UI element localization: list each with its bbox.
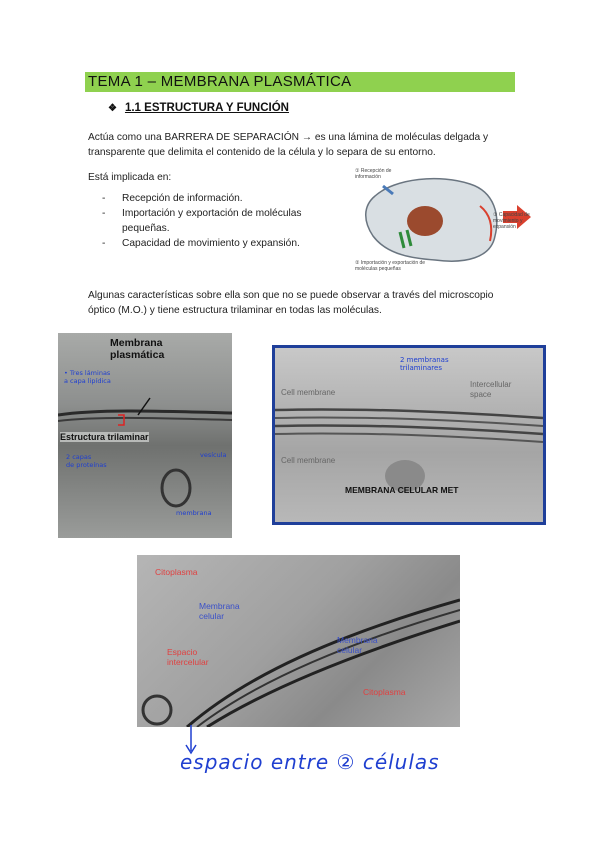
micrograph-1-svg	[58, 397, 232, 508]
implicada-heading: Está implicada en:	[88, 172, 172, 183]
arrow-down-icon	[185, 725, 197, 755]
photo2-caption: MEMBRANA CELULAR MET	[345, 485, 459, 495]
title-bar	[85, 72, 515, 92]
photo1-label-membrana: Membrana plasmática	[110, 337, 165, 361]
micrograph-3-svg	[141, 598, 460, 727]
photo3-label-espacio: Espacio intercelular	[167, 647, 209, 667]
caracteristicas-line-1: Algunas características sobre ella son q…	[88, 290, 494, 301]
caracteristicas-line-2: óptico (M.O.) y tiene estructura trilami…	[88, 305, 382, 316]
bottom-handwriting: espacio entre ② células	[180, 750, 440, 774]
photo2-label-cell-membrane-bottom: Cell membrane	[281, 456, 336, 465]
nucleus-shape	[407, 206, 443, 236]
intro-line-1: Actúa como una BARRERA DE SEPARACIÓN → e…	[88, 132, 489, 143]
list-item: -Importación y exportación de moléculas …	[102, 208, 302, 234]
micrograph-1: Membrana plasmática Estructura trilamina…	[58, 333, 232, 538]
list-item: -Capacidad de movimiento y expansión.	[102, 238, 300, 249]
photo1-label-trilaminar: Estructura trilaminar	[60, 432, 149, 442]
section-label: 1.1 ESTRUCTURA Y FUNCIÓN	[124, 102, 289, 114]
micrograph-3: Citoplasma Membrana celular Espacio inte…	[137, 555, 460, 727]
photo3-label-membrana-2: Membrana celular	[337, 635, 378, 655]
micrograph-2-svg	[275, 408, 543, 492]
photo3-label-membrana-1: Membrana celular	[199, 601, 240, 621]
photo2-label-intercellular: Intercellular space	[470, 380, 512, 399]
section-heading: ❖ 1.1 ESTRUCTURA Y FUNCIÓN	[108, 102, 289, 114]
implicada-list: -Recepción de información. -Importación …	[102, 191, 332, 251]
list-item: -Recepción de información.	[102, 193, 243, 204]
cell-diagram-svg	[365, 177, 531, 262]
intro-line-2: transparente que delimita el contenido d…	[88, 147, 436, 158]
diagram-label-2: ② Importación y exportación de moléculas…	[355, 260, 426, 272]
photo1-handwriting-3: vesícula	[200, 451, 227, 459]
diamond-bullet-icon: ❖	[108, 102, 117, 114]
photo3-label-citoplasma-2: Citoplasma	[363, 687, 406, 697]
diagram-label-1: ① Recepción de información	[355, 168, 392, 180]
cell-diagram: ① Recepción de información ② Importación…	[345, 166, 535, 276]
photo3-label-citoplasma-1: Citoplasma	[155, 567, 198, 577]
photo2-label-cell-membrane-top: Cell membrane	[281, 388, 336, 397]
page-title: TEMA 1 – MEMBRANA PLASMÁTICA	[88, 73, 352, 90]
micrograph-2-frame: Cell membrane Intercellular space Cell m…	[272, 345, 546, 525]
micrograph-2: Cell membrane Intercellular space Cell m…	[275, 348, 543, 522]
photo1-handwriting-4: membrana	[176, 509, 212, 517]
diagram-label-3: ③ Capacidad de movimiento y expansión	[493, 212, 530, 230]
arrow-right-icon	[503, 205, 531, 229]
